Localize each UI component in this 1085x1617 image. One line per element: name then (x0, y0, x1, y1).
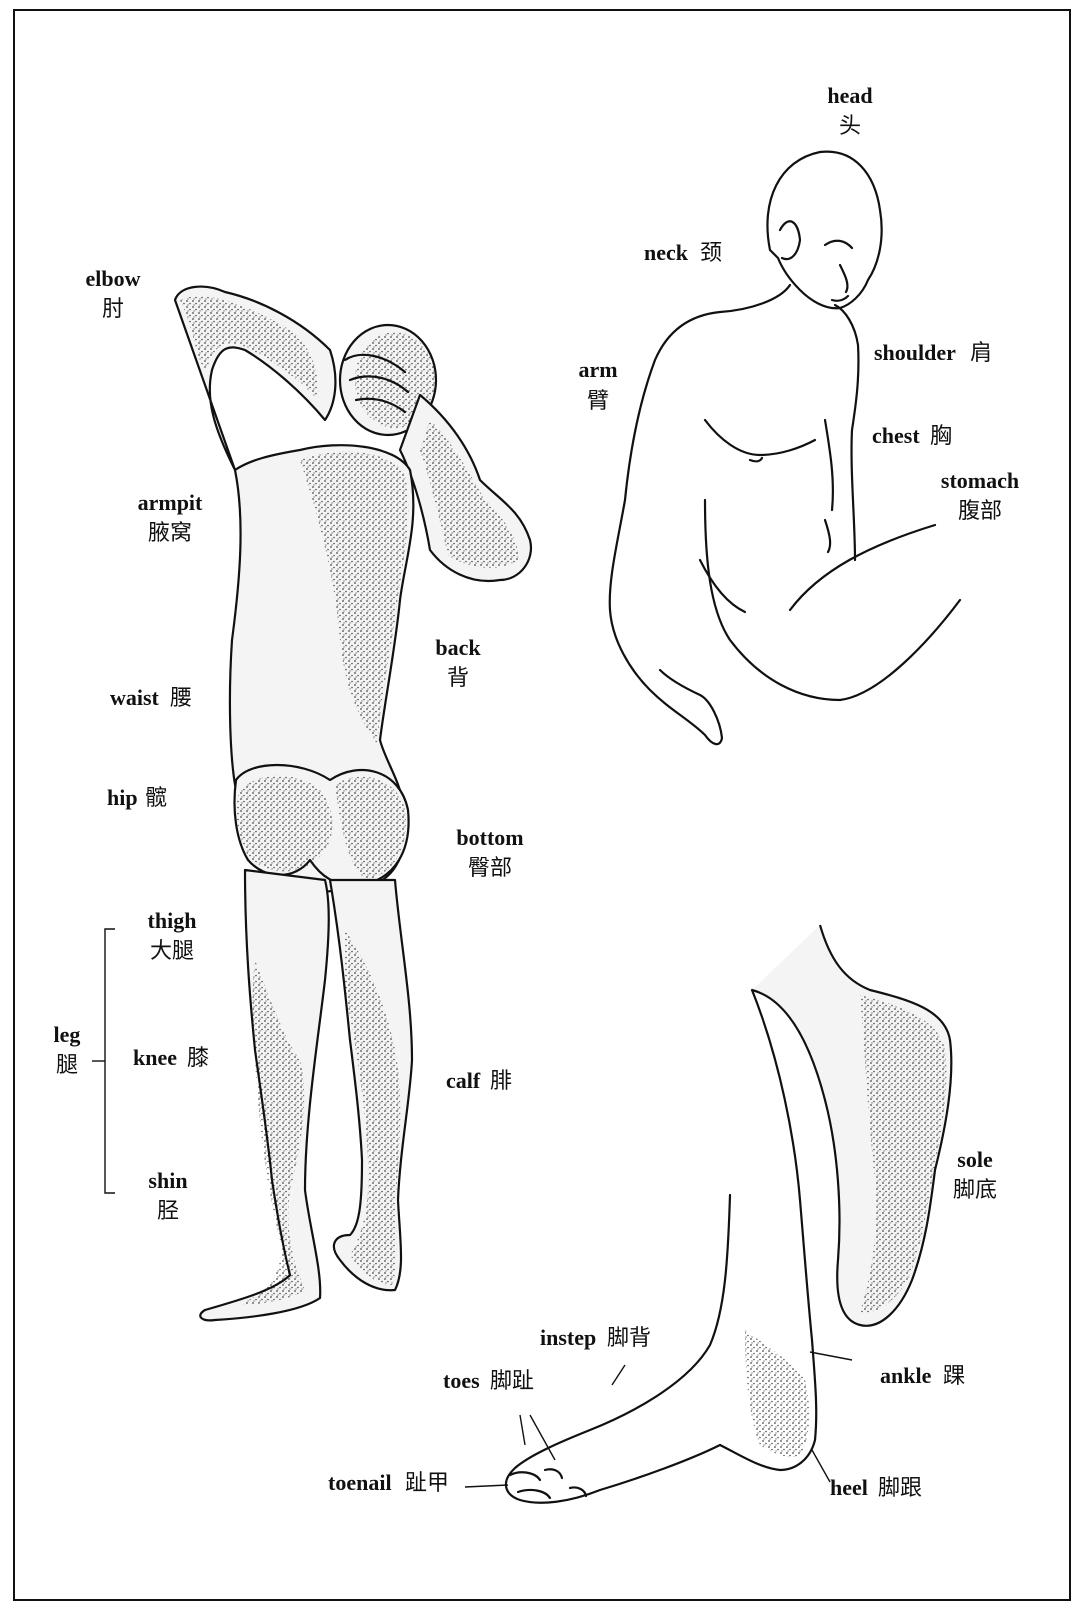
label-hip-en: hip (107, 785, 138, 810)
label-waist-zh: 腰 (170, 686, 192, 711)
label-ankle-en: ankle (880, 1363, 932, 1388)
label-head-en: head (827, 83, 872, 108)
label-elbow-zh: 肘 (102, 297, 124, 322)
label-hip-zh: 髋 (145, 786, 167, 811)
label-elbow-en: elbow (86, 266, 141, 291)
label-armpit-en: armpit (138, 490, 203, 515)
label-toes-en: toes (443, 1368, 480, 1393)
label-arm-en: arm (578, 357, 617, 382)
label-shoulder-en: shoulder (874, 340, 956, 365)
label-toes-zh: 脚趾 (490, 1369, 534, 1394)
pointer-lines (92, 929, 852, 1487)
page-border (14, 10, 1070, 1600)
label-sole-en: sole (957, 1147, 993, 1172)
label-chest-zh: 胸 (930, 424, 952, 449)
label-thigh-zh: 大腿 (150, 939, 194, 964)
label-heel-zh: 脚跟 (878, 1476, 922, 1501)
label-waist-en: waist (110, 685, 160, 710)
label-leg-zh: 腿 (56, 1053, 78, 1078)
label-heel-en: heel (830, 1475, 868, 1500)
label-bottom-zh: 臀部 (468, 856, 512, 881)
label-bottom-en: bottom (456, 825, 523, 850)
label-knee-zh: 膝 (187, 1046, 209, 1071)
label-ankle-zh: 踝 (943, 1364, 965, 1389)
label-calf-zh: 腓 (490, 1069, 512, 1094)
leg-bracket (105, 929, 115, 1193)
label-head-zh: 头 (839, 114, 861, 139)
label-calf-en: calf (446, 1068, 481, 1093)
label-instep-en: instep (540, 1325, 596, 1350)
label-instep-zh: 脚背 (607, 1326, 651, 1351)
lower-leg-foot-illustration (506, 925, 951, 1503)
label-thigh-en: thigh (148, 908, 197, 933)
label-toenail-zh: 趾甲 (405, 1471, 449, 1496)
label-stomach-en: stomach (941, 468, 1019, 493)
label-toenail-en: toenail (328, 1470, 392, 1495)
label-leg-en: leg (54, 1022, 81, 1047)
label-shin-zh: 胫 (157, 1199, 179, 1224)
standing-figure-illustration (175, 287, 531, 1321)
label-knee-en: knee (133, 1045, 177, 1070)
label-back-zh: 背 (447, 666, 469, 691)
label-back-en: back (435, 635, 481, 660)
label-shin-en: shin (148, 1168, 187, 1193)
label-armpit-zh: 腋窝 (148, 521, 192, 546)
label-chest-en: chest (872, 423, 920, 448)
label-sole-zh: 脚底 (953, 1178, 997, 1203)
label-stomach-zh: 腹部 (958, 499, 1002, 524)
label-neck-en: neck (644, 240, 689, 265)
label-shoulder-zh: 肩 (970, 341, 992, 366)
label-neck-zh: 颈 (700, 241, 722, 266)
label-arm-zh: 臂 (587, 389, 609, 414)
